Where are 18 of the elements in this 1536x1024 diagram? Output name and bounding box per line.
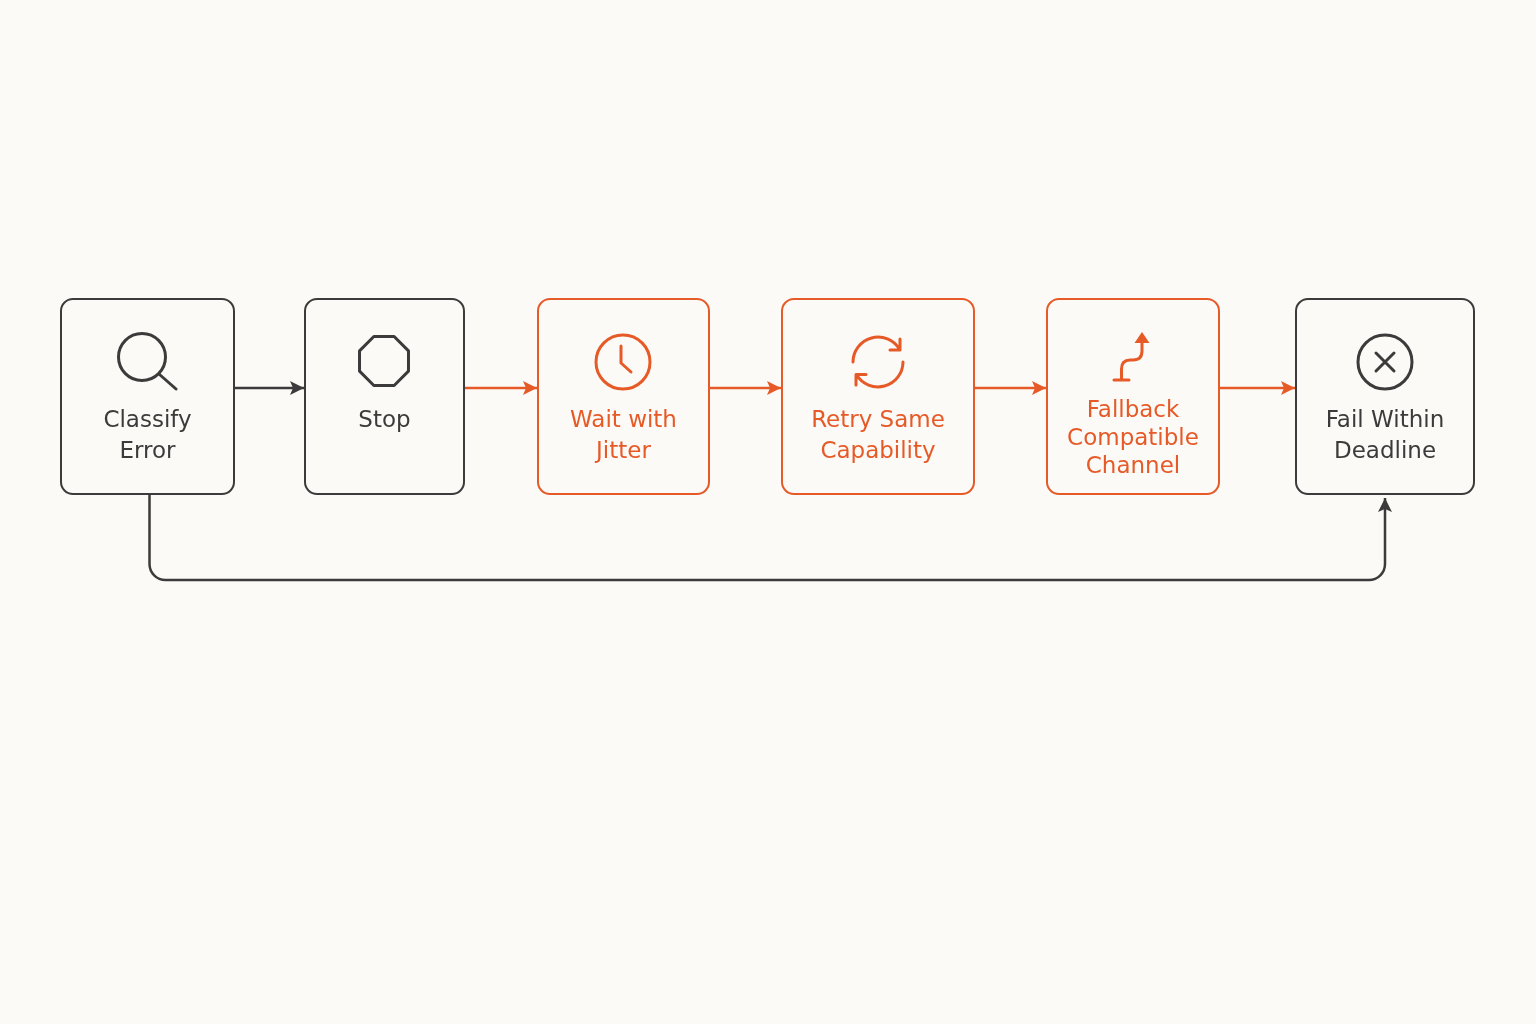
- arrow: [1220, 381, 1295, 395]
- arrow: [235, 381, 304, 395]
- process-box: [1295, 298, 1475, 495]
- arrow: [465, 381, 537, 395]
- node-label: Wait with Jitter: [569, 405, 678, 465]
- node-label: Stop: [357, 405, 412, 434]
- process-box: [1046, 298, 1220, 495]
- process-box: [537, 298, 710, 495]
- arrow: [710, 381, 781, 395]
- process-box: [781, 298, 975, 495]
- arrow: [975, 381, 1046, 395]
- node-label: Classify Error: [102, 405, 193, 465]
- process-box: [60, 298, 235, 495]
- node-label: Fail Within Deadline: [1324, 405, 1446, 465]
- process-box: [304, 298, 465, 495]
- node-label: Retry Same Capability: [810, 405, 946, 465]
- arrow: [148, 495, 1392, 582]
- node-label: Fallback Compatible Channel: [1066, 395, 1200, 479]
